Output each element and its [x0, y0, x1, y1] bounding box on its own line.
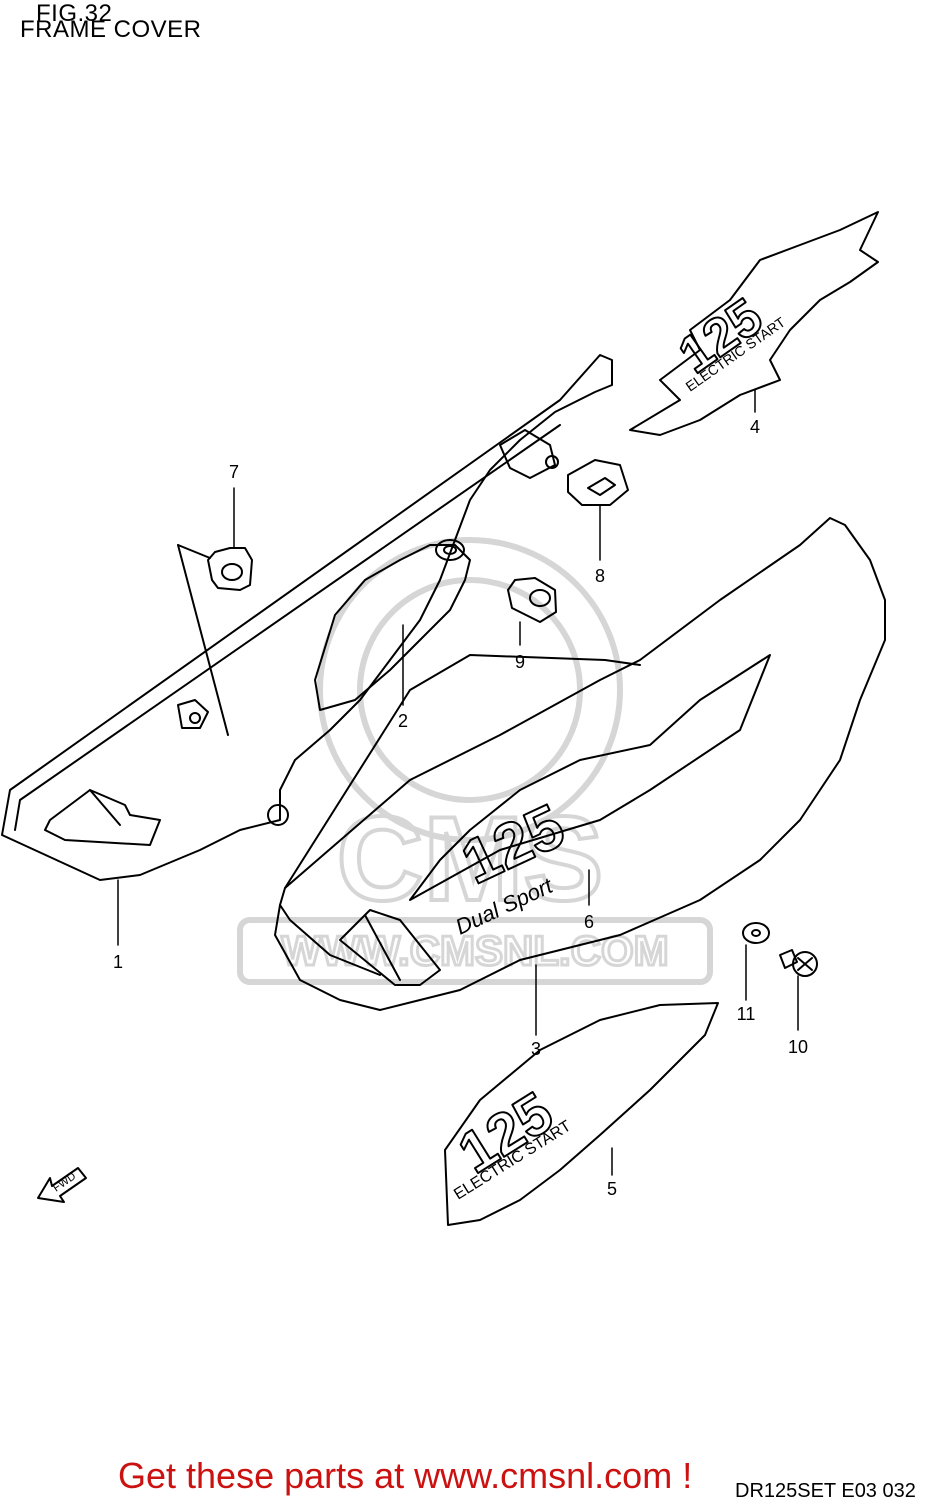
callout-5: 5 [607, 1179, 617, 1199]
watermark-logo-ring [317, 537, 623, 843]
callout-1: 1 [113, 952, 123, 972]
watermark-logo-text: CMS [337, 792, 604, 926]
part-1-frame-cover [1, 354, 613, 881]
callout-3: 3 [531, 1039, 541, 1059]
callout-8: 8 [595, 566, 605, 586]
callout-4: 4 [750, 417, 760, 437]
figure-title: FRAME COVER [20, 16, 202, 43]
callout-7: 7 [229, 462, 239, 482]
callout-10: 10 [788, 1037, 808, 1057]
callout-9: 9 [515, 652, 525, 672]
callout-labels: 1 2 3 4 5 6 7 8 9 10 11 [113, 417, 808, 1199]
watermark-logo-face [357, 577, 583, 803]
part-5-lower-decal: 125 ELECTRIC START [444, 1002, 719, 1226]
callout-6: 6 [584, 912, 594, 932]
part-10-screw [779, 949, 818, 977]
part-9-spacer [507, 577, 557, 623]
part-8-grommet [567, 459, 629, 506]
figure-number: FIG.32 [36, 0, 113, 27]
fwd-label: FWD [51, 1170, 78, 1194]
watermark-text: WWW.CMSNL.COM [281, 927, 668, 974]
callout-2: 2 [398, 711, 408, 731]
part-11-washer [742, 922, 770, 944]
callout-11: 11 [737, 1004, 756, 1024]
part-3-frame-cover [274, 517, 886, 1011]
footer-link[interactable]: Get these parts at www.cmsnl.com ! [118, 1455, 693, 1496]
fwd-arrow: FWD [37, 1167, 87, 1203]
part-4-rear-decal: 125 ELECTRIC START [629, 211, 879, 436]
part-2-grommet [177, 539, 465, 729]
part-7-cushion [177, 544, 253, 736]
diagram-code: DR125SET E03 032 [735, 1480, 916, 1502]
leader-lines [117, 389, 799, 1176]
